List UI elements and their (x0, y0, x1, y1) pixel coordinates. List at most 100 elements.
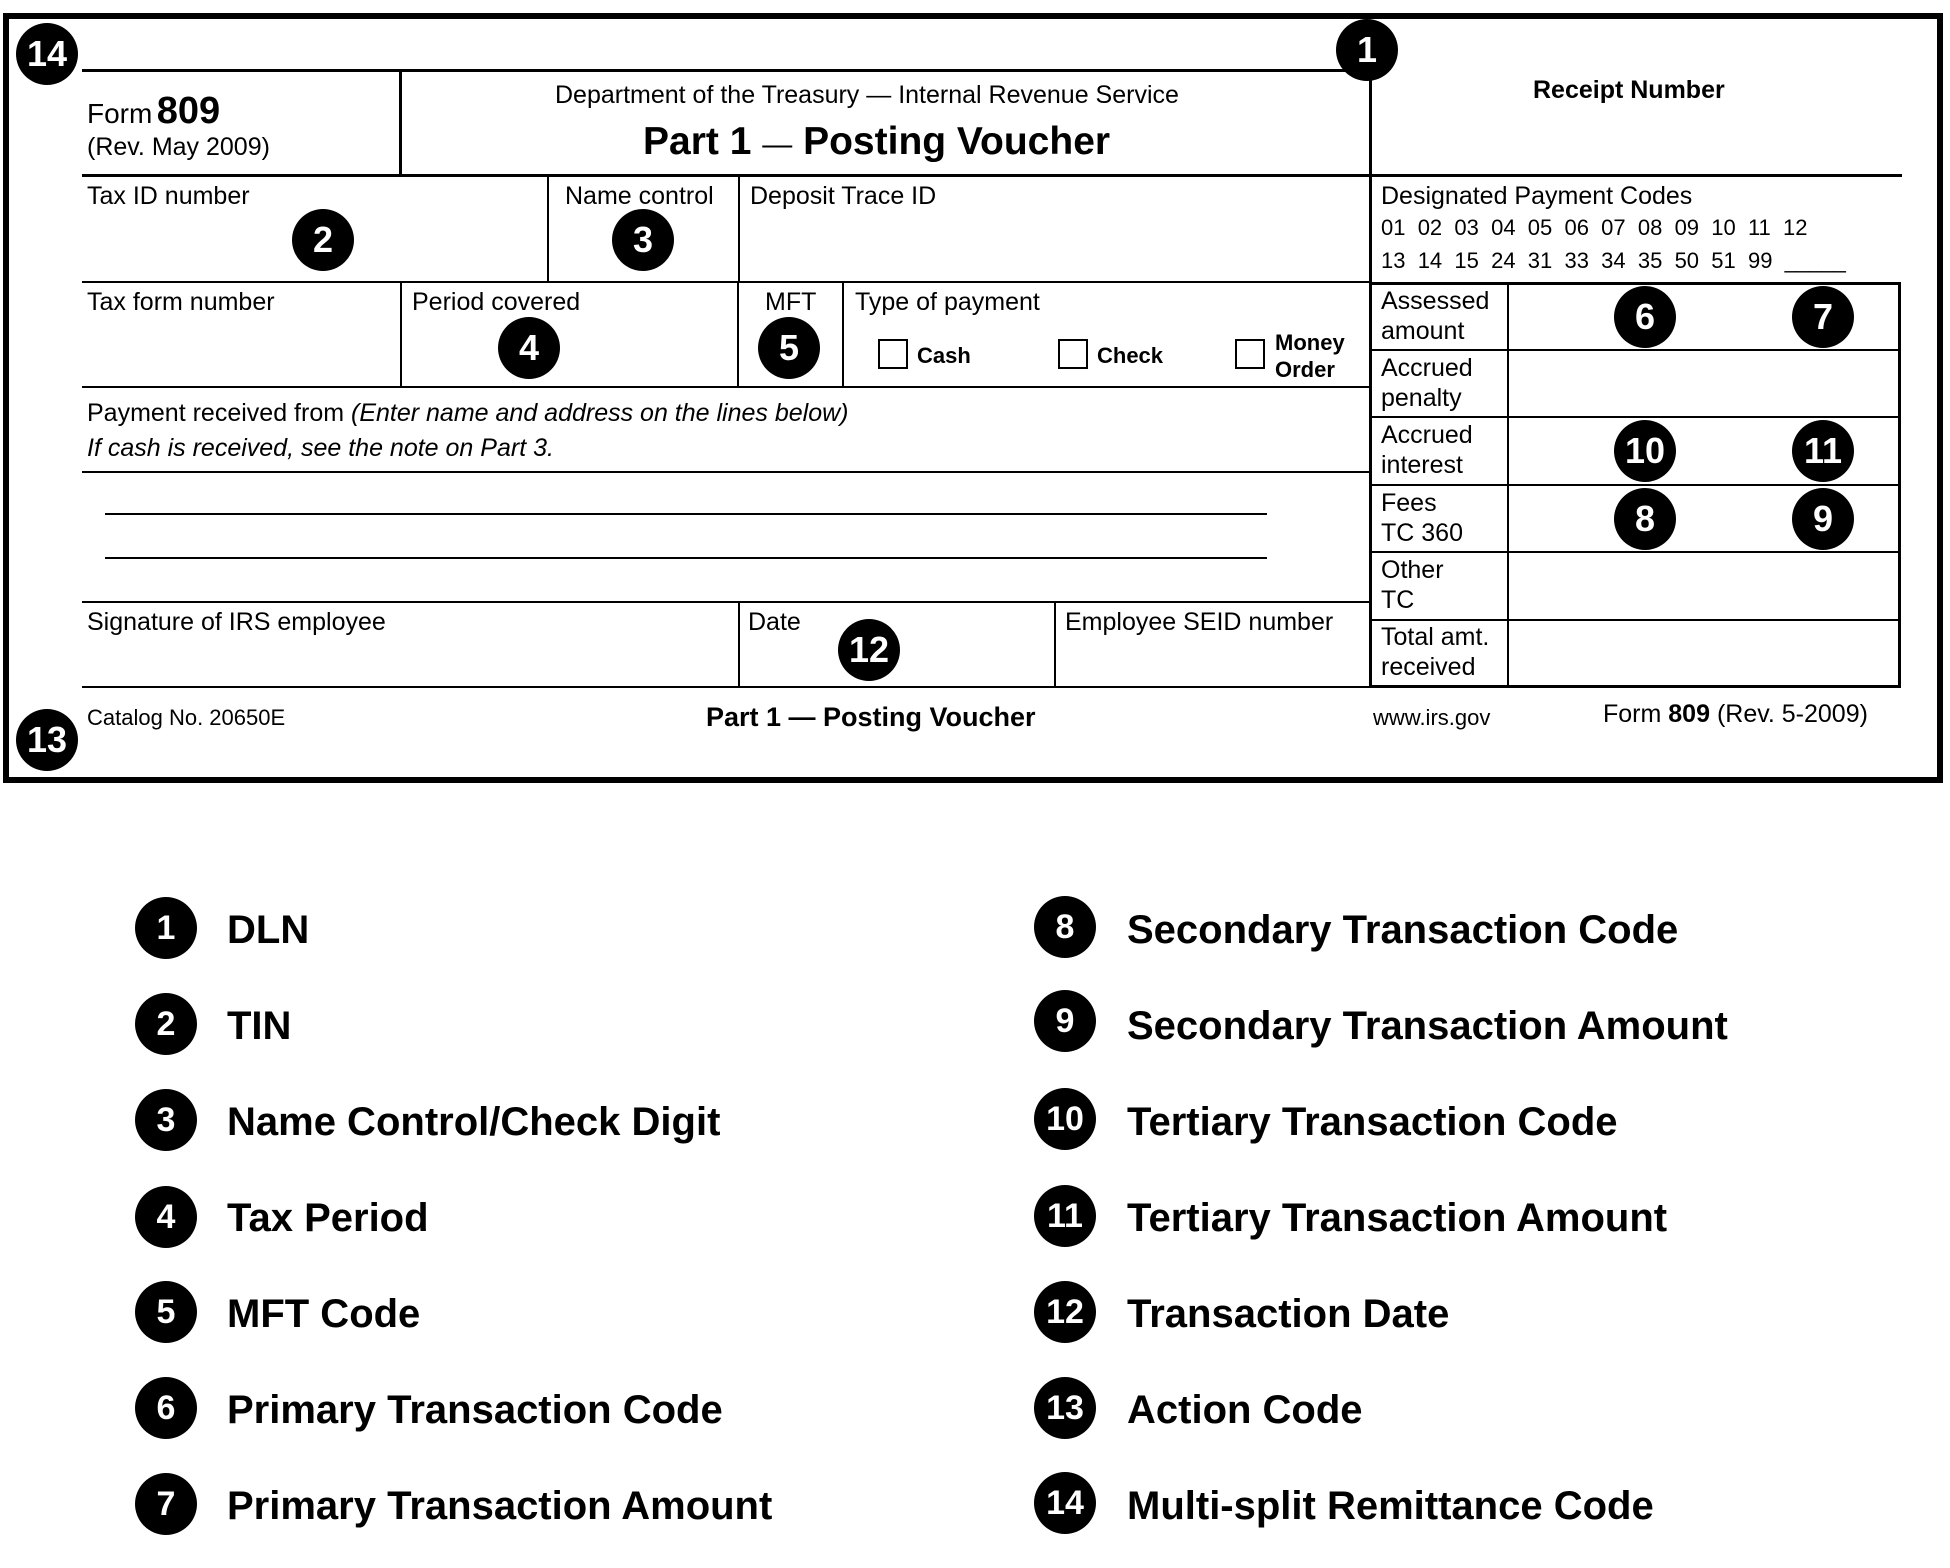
legend-label-9: Secondary Transaction Amount (1127, 1004, 1728, 1048)
accrued-interest-label: Accrued interest (1381, 420, 1511, 480)
legend-badge-10: 10 (1034, 1088, 1096, 1150)
legend-badge-13: 13 (1034, 1377, 1096, 1439)
payment-received-text: Payment received from (87, 399, 345, 427)
receipt-number-label: Receipt Number (1533, 76, 1725, 104)
check-checkbox[interactable] (1058, 339, 1088, 369)
footer-form-word: Form (1603, 700, 1662, 728)
catalog-number: Catalog No. 20650E (87, 705, 286, 730)
amount-row-line-5 (1369, 619, 1900, 621)
badge-10: 10 (1614, 420, 1676, 482)
badge-12: 12 (838, 619, 900, 681)
row-label-line: interest (1381, 451, 1463, 479)
legend-badge-9: 9 (1034, 990, 1096, 1052)
money-order-label-1: Money (1275, 330, 1345, 355)
legend-badge-5: 5 (135, 1281, 197, 1343)
form-title-part: Part 1 (643, 120, 752, 163)
money-order-checkbox[interactable] (1235, 339, 1265, 369)
legend-label-3: Name Control/Check Digit (227, 1100, 721, 1144)
legend-badge-7: 7 (135, 1473, 197, 1535)
other-tc-label: Other TC (1381, 555, 1511, 615)
amount-row-line-1 (1369, 349, 1900, 351)
payment-codes-row-2: 13 14 15 24 31 33 34 35 50 51 99 _____ (1381, 248, 1846, 273)
legend-label-11: Tertiary Transaction Amount (1127, 1196, 1668, 1240)
address-line-2 (105, 557, 1267, 559)
row-label-line: received (1381, 653, 1476, 681)
badge-13: 13 (16, 709, 78, 771)
legend-label-5: MFT Code (227, 1292, 421, 1336)
assessed-amount-label: Assessed amount (1381, 286, 1511, 346)
mft-divider (842, 282, 844, 387)
row3-line (82, 386, 1372, 388)
signature-top-line (82, 601, 1372, 603)
badge-8: 8 (1614, 488, 1676, 550)
badge-9: 9 (1792, 488, 1854, 550)
row-label-line: Accrued (1381, 421, 1473, 449)
check-label: Check (1097, 343, 1164, 368)
legend-label-7: Primary Transaction Amount (227, 1484, 773, 1528)
form-word: Form (87, 98, 153, 129)
signature-divider (738, 602, 740, 687)
row-label-line: TC 360 (1381, 519, 1463, 547)
deposit-trace-label: Deposit Trace ID (750, 182, 937, 210)
website: www.irs.gov (1373, 705, 1491, 730)
legend-badge-4: 4 (135, 1186, 197, 1248)
legend-label-1: DLN (227, 908, 310, 952)
row-label-line: Fees (1381, 489, 1437, 517)
legend-badge-12: 12 (1034, 1281, 1096, 1343)
badge-2: 2 (292, 209, 354, 271)
footer-form-number: 809 (1668, 700, 1710, 728)
legend-label-4: Tax Period (227, 1196, 429, 1240)
date-divider (1054, 602, 1056, 687)
form-number: 809 (156, 90, 221, 132)
payment-from-line (82, 471, 1372, 473)
legend-badge-14: 14 (1034, 1472, 1096, 1534)
payment-received-note: (Enter name and address on the lines bel… (351, 399, 849, 427)
legend-label-6: Primary Transaction Code (227, 1388, 723, 1432)
name-control-divider (738, 175, 740, 282)
legend-label-8: Secondary Transaction Code (1127, 908, 1679, 952)
form-number-divider (399, 69, 402, 175)
designated-payment-codes-label: Designated Payment Codes (1381, 182, 1693, 210)
type-of-payment-label: Type of payment (855, 288, 1040, 316)
cash-note: If cash is received, see the note on Par… (87, 434, 554, 462)
form-809-frame (3, 13, 1943, 783)
badge-4: 4 (498, 317, 560, 379)
cash-checkbox[interactable] (878, 339, 908, 369)
form-bottom-line (82, 686, 1372, 688)
badge-5: 5 (758, 317, 820, 379)
fees-tc360-label: Fees TC 360 (1381, 488, 1511, 548)
footer-form-ref: Form 809 (Rev. 5-2009) (1603, 700, 1868, 729)
tax-form-divider (400, 282, 402, 387)
amount-row-line-2 (1369, 416, 1900, 418)
legend-label-14: Multi-split Remittance Code (1127, 1484, 1654, 1528)
legend-label-10: Tertiary Transaction Code (1127, 1100, 1618, 1144)
row2-line (82, 281, 1372, 283)
form-title: Part 1 — Posting Voucher (643, 120, 1110, 164)
badge-7: 7 (1792, 286, 1854, 348)
form-number-block: Form 809 (87, 90, 220, 133)
header-bottom-line (82, 174, 1902, 177)
badge-1: 1 (1336, 19, 1398, 81)
payment-codes-row-1: 01 02 03 04 05 06 07 08 09 10 11 12 (1381, 215, 1808, 240)
legend-badge-11: 11 (1034, 1185, 1096, 1247)
row-label-line: Assessed (1381, 287, 1490, 315)
row-label-line: Accrued (1381, 354, 1473, 382)
department-heading: Department of the Treasury — Internal Re… (555, 81, 1179, 109)
row-label-line: TC (1381, 586, 1415, 614)
legend-badge-1: 1 (135, 897, 197, 959)
row-label-line: penalty (1381, 384, 1462, 412)
seid-label: Employee SEID number (1065, 608, 1334, 636)
money-order-label-2: Order (1275, 357, 1335, 382)
tin-divider (547, 175, 549, 282)
form-revision: (Rev. May 2009) (87, 133, 270, 161)
badge-6: 6 (1614, 286, 1676, 348)
period-divider (737, 282, 739, 387)
form-title-dash: — (762, 128, 793, 161)
amount-row-line-3 (1369, 484, 1900, 486)
address-line-1 (105, 513, 1267, 515)
legend-badge-2: 2 (135, 993, 197, 1055)
name-control-label: Name control (565, 182, 714, 210)
mft-label: MFT (765, 288, 817, 316)
amount-row-line-4 (1369, 551, 1900, 553)
cash-label: Cash (917, 343, 971, 368)
